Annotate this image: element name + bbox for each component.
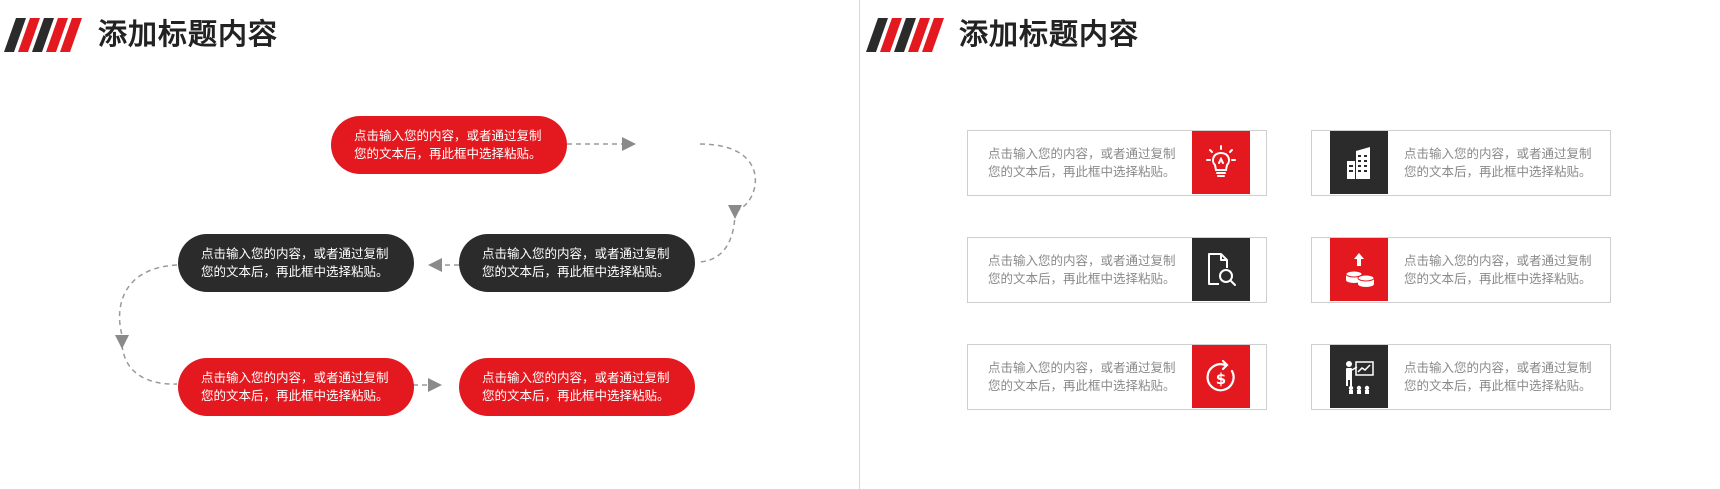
card-text-line2: 您的文本后，再此框中选择粘贴。 (988, 271, 1176, 286)
step-text-line1: 点击输入您的内容，或者通过复制 (201, 246, 389, 261)
process-step-1[interactable]: 点击输入您的内容，或者通过复制您的文本后，再此框中选择粘贴。 (331, 116, 567, 174)
info-card-5[interactable]: 点击输入您的内容，或者通过复制您的文本后，再此框中选择粘贴。 $ (967, 344, 1267, 410)
card-text-line1: 点击输入您的内容，或者通过复制 (988, 360, 1176, 375)
presentation-audience-icon (1346, 360, 1374, 394)
page-title: 添加标题内容 (959, 17, 1140, 51)
arrow-down-icon (115, 335, 129, 349)
slide-process-flow: 添加标题内容 点击输入您的内容，或者通过复制您的文本后，再此框中选择粘贴。 点击… (0, 0, 859, 490)
card-text-line2: 您的文本后，再此框中选择粘贴。 (1404, 271, 1592, 286)
svg-text:$: $ (1216, 370, 1226, 388)
card-text-line2: 您的文本后，再此框中选择粘贴。 (988, 378, 1176, 393)
page-title: 添加标题内容 (98, 17, 279, 51)
header-stripes-decoration (4, 18, 82, 52)
step-text-line1: 点击输入您的内容，或者通过复制 (482, 246, 670, 261)
card-text-line1: 点击输入您的内容，或者通过复制 (1404, 360, 1592, 375)
slide-icon-cards: 添加标题内容 点击输入您的内容，或者通过复制您的文本后，再此框中选择粘贴。 (860, 0, 1720, 490)
step-text-line2: 您的文本后，再此框中选择粘贴。 (482, 388, 670, 403)
card-icon-box (1330, 345, 1388, 408)
step-text-line1: 点击输入您的内容，或者通过复制 (201, 370, 389, 385)
process-step-2[interactable]: 点击输入您的内容，或者通过复制您的文本后，再此框中选择粘贴。 (459, 234, 695, 292)
card-icon-box (1192, 238, 1250, 301)
step-text-line2: 您的文本后，再此框中选择粘贴。 (201, 388, 389, 403)
info-card-4[interactable]: 点击输入您的内容，或者通过复制您的文本后，再此框中选择粘贴。 (1311, 237, 1611, 303)
step-text-line2: 您的文本后，再此框中选择粘贴。 (354, 146, 542, 161)
process-step-4[interactable]: 点击输入您的内容，或者通过复制您的文本后，再此框中选择粘贴。 (178, 358, 414, 416)
card-text-line1: 点击输入您的内容，或者通过复制 (1404, 146, 1592, 161)
card-text-line2: 您的文本后，再此框中选择粘贴。 (988, 164, 1176, 179)
card-text-line2: 您的文本后，再此框中选择粘贴。 (1404, 164, 1592, 179)
card-icon-box (1192, 131, 1250, 194)
coins-growth-icon (1345, 252, 1375, 287)
step-text-line2: 您的文本后，再此框中选择粘贴。 (482, 264, 670, 279)
info-card-1[interactable]: 点击输入您的内容，或者通过复制您的文本后，再此框中选择粘贴。 (967, 130, 1267, 196)
info-card-6[interactable]: 点击输入您的内容，或者通过复制您的文本后，再此框中选择粘贴。 (1311, 344, 1611, 410)
card-text-line1: 点击输入您的内容，或者通过复制 (1404, 253, 1592, 268)
info-card-2[interactable]: 点击输入您的内容，或者通过复制您的文本后，再此框中选择粘贴。 (1311, 130, 1611, 196)
arrow-left-icon (428, 258, 442, 272)
document-search-icon (1208, 252, 1236, 286)
card-text-line2: 您的文本后，再此框中选择粘贴。 (1404, 378, 1592, 393)
step-text-line1: 点击输入您的内容，或者通过复制 (354, 128, 542, 143)
building-icon (1347, 146, 1370, 179)
card-icon-box (1330, 131, 1388, 194)
arrow-down-icon (728, 205, 742, 219)
lightbulb-icon (1206, 144, 1236, 177)
card-text-line1: 点击输入您的内容，或者通过复制 (988, 253, 1176, 268)
slide-divider (859, 0, 860, 490)
card-icon-box (1330, 238, 1388, 301)
step-text-line2: 您的文本后，再此框中选择粘贴。 (201, 264, 389, 279)
dollar-cycle-icon: $ (1206, 359, 1235, 391)
header-stripes-decoration (866, 18, 944, 52)
info-card-3[interactable]: 点击输入您的内容，或者通过复制您的文本后，再此框中选择粘贴。 (967, 237, 1267, 303)
card-icon-box: $ (1192, 345, 1250, 408)
step-text-line1: 点击输入您的内容，或者通过复制 (482, 370, 670, 385)
process-step-3[interactable]: 点击输入您的内容，或者通过复制您的文本后，再此框中选择粘贴。 (178, 234, 414, 292)
arrow-right-icon (428, 378, 442, 392)
flow-connectors (115, 137, 757, 392)
process-step-5[interactable]: 点击输入您的内容，或者通过复制您的文本后，再此框中选择粘贴。 (459, 358, 695, 416)
card-text-line1: 点击输入您的内容，或者通过复制 (988, 146, 1176, 161)
arrow-right-icon (622, 137, 636, 151)
